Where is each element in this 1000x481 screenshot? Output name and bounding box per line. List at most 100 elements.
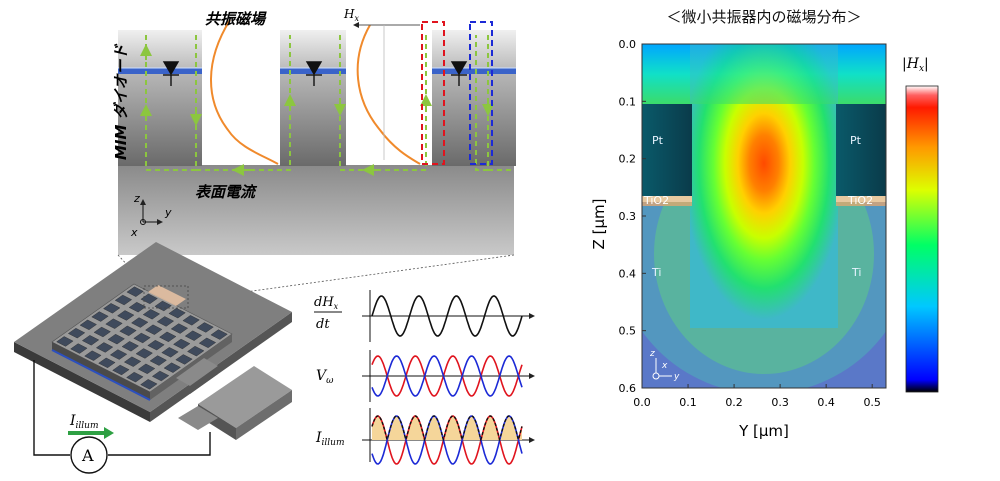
grid-hole xyxy=(156,316,175,327)
grid-hole xyxy=(187,345,205,357)
grid-hole xyxy=(121,341,139,352)
ammeter-label: A xyxy=(81,446,94,465)
plot-axis-y: y xyxy=(673,372,680,382)
mim-diode-label: MIM ダイオード xyxy=(112,43,130,160)
diode-icon xyxy=(162,61,180,86)
resonance-field-label: 共振磁場 xyxy=(205,10,267,28)
svg-text:dHx: dHx xyxy=(314,295,339,311)
resonator-schematic: Hx 共振磁場 表面電流 MIM ダイオード z y x xyxy=(14,7,535,474)
current-label: Iillum xyxy=(69,413,99,431)
grid-hole xyxy=(95,342,114,353)
grid-hole xyxy=(79,319,97,331)
y-tick-label: 0.1 xyxy=(619,95,637,108)
grid-hole xyxy=(210,329,228,340)
grid-hole xyxy=(131,317,149,328)
y-axis-label: Z [µm] xyxy=(590,199,608,250)
grid-hole xyxy=(126,286,144,297)
colorbar xyxy=(905,85,939,393)
grid-hole xyxy=(161,347,179,358)
grid-hole xyxy=(198,337,217,349)
grid-hole xyxy=(91,311,109,322)
grid-hole xyxy=(159,331,177,343)
diode-icon xyxy=(305,61,323,86)
grid-hole xyxy=(107,333,125,345)
waveform-v: Vω xyxy=(316,350,535,402)
axis-x-label: x xyxy=(130,226,138,239)
y-tick-label: 0.3 xyxy=(619,210,637,223)
grid-hole xyxy=(109,349,128,360)
surface-current-arrows xyxy=(140,44,494,176)
region-ti-left: Ti xyxy=(651,266,661,279)
region-ti-right: Ti xyxy=(851,266,861,279)
grid-hole xyxy=(117,310,135,321)
grid-hole xyxy=(170,323,189,334)
x-tick-label: 0.5 xyxy=(863,396,881,409)
grid-hole xyxy=(67,327,86,339)
hx-label: Hx xyxy=(343,7,359,23)
grid-hole xyxy=(112,364,130,376)
grid-hole xyxy=(128,301,147,313)
grid-hole xyxy=(84,350,102,361)
svg-text:Iillum: Iillum xyxy=(315,430,345,448)
svg-text:dt: dt xyxy=(316,317,330,332)
grid-hole xyxy=(173,338,191,350)
ammeter-circuit xyxy=(33,360,211,474)
waveform-dhx: dHx dt xyxy=(314,290,535,342)
field-map-title: ＜微小共振器内の磁場分布＞ xyxy=(666,8,862,26)
waveform-i: Iillum xyxy=(315,408,535,465)
x-tick-label: 0.2 xyxy=(725,396,743,409)
grid-hole xyxy=(163,362,181,373)
grid-hole xyxy=(81,335,100,346)
x-tick-label: 0.4 xyxy=(817,396,835,409)
x-tick-label: 0.3 xyxy=(771,396,789,409)
grid-hole xyxy=(126,371,144,383)
grid-hole xyxy=(149,355,167,366)
plot-axes-icon xyxy=(652,358,672,380)
axis-y-label: y xyxy=(164,206,172,219)
grid-hole xyxy=(182,315,200,326)
axes-icon xyxy=(140,199,163,225)
grid-hole xyxy=(135,348,153,359)
grid-hole xyxy=(140,293,158,305)
x-tick-label: 0.0 xyxy=(633,396,651,409)
grid-hole xyxy=(98,357,116,369)
field-map-plot xyxy=(642,44,886,388)
grid-hole xyxy=(137,363,156,375)
grid-hole xyxy=(175,354,193,365)
plot-axis-z: z xyxy=(649,349,655,359)
grid-hole xyxy=(119,325,137,337)
axis-z-label: z xyxy=(133,192,140,205)
grid-hole xyxy=(196,322,214,333)
grid-hole xyxy=(147,339,165,351)
grid-hole xyxy=(105,318,123,329)
y-tick-labels: 0.0 0.1 0.2 0.3 0.4 0.5 0.6 xyxy=(619,38,646,395)
diode-icon xyxy=(450,61,468,86)
y-tick-label: 0.0 xyxy=(619,38,637,51)
grid-hole xyxy=(151,370,170,382)
region-tio2-left: TiO2 xyxy=(643,194,669,207)
plot-axis-x: x xyxy=(661,361,668,371)
y-tick-label: 0.6 xyxy=(619,382,637,395)
grid-hole xyxy=(145,324,163,335)
y-tick-label: 0.2 xyxy=(619,153,637,166)
x-axis-label: Y [µm] xyxy=(738,422,789,440)
grid-hole xyxy=(184,330,203,341)
grid-hole xyxy=(154,300,172,312)
field-curve xyxy=(210,19,421,165)
grid-hole xyxy=(133,332,151,344)
field-map: Pt Pt TiO2 TiO2 Ti Ti z x y 0.00.10.20.3… xyxy=(590,38,939,440)
grid-hole xyxy=(140,379,158,390)
grid-hole xyxy=(93,326,111,338)
y-tick-label: 0.4 xyxy=(619,267,637,280)
region-pt-left: Pt xyxy=(652,134,664,147)
grid-hole xyxy=(103,303,121,314)
frame-blue xyxy=(469,21,493,165)
grid-hole xyxy=(114,294,133,306)
svg-text:Vω: Vω xyxy=(316,368,334,386)
y-tick-label: 0.5 xyxy=(619,325,637,338)
grid-hole xyxy=(142,309,161,320)
frame-red xyxy=(421,21,445,165)
grid-hole xyxy=(70,343,88,354)
grid-hole xyxy=(168,307,186,319)
